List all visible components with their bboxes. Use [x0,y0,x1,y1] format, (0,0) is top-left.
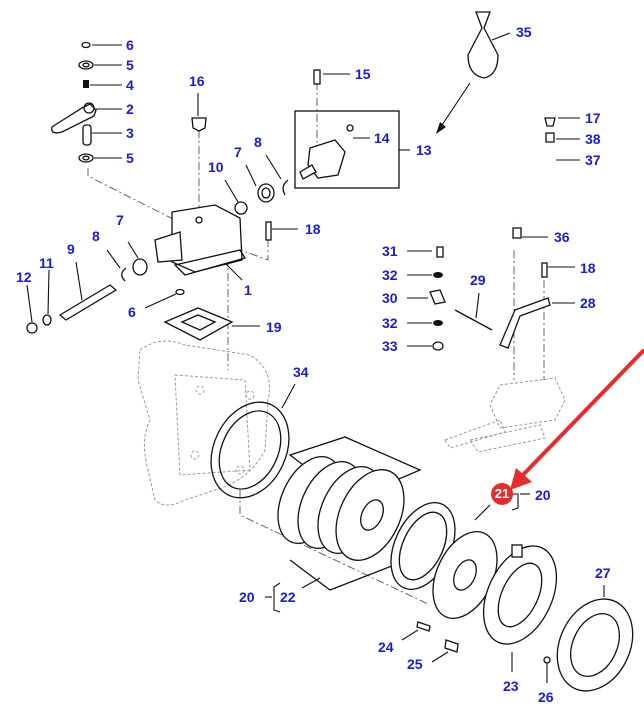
callout-20b[interactable]: 20 [535,487,551,503]
callout-7[interactable]: 7 [234,144,242,160]
callout-12[interactable]: 12 [16,269,32,285]
bracket-lines [265,493,530,613]
callout-26[interactable]: 26 [538,689,554,705]
callout-22[interactable]: 22 [280,589,296,605]
callout-36[interactable]: 36 [554,229,570,245]
callout-24[interactable]: 24 [378,639,394,655]
callout-31[interactable]: 31 [382,243,398,259]
callout-20a[interactable]: 20 [239,589,255,605]
callout-25[interactable]: 25 [407,656,423,672]
callout-18[interactable]: 18 [305,221,321,237]
leader-lines [26,44,580,409]
callout-9[interactable]: 9 [67,241,75,257]
callout-6[interactable]: 6 [126,37,134,53]
callout-35[interactable]: 35 [516,24,532,40]
transmission-housing-ghost [137,340,270,506]
highlighted-callout-badge[interactable]: 21 [491,483,513,505]
callout-11[interactable]: 11 [39,255,54,271]
callout-6b[interactable]: 6 [128,304,136,320]
callout-7b[interactable]: 7 [116,212,124,228]
parts-left-column [51,41,97,163]
callout-28[interactable]: 28 [580,295,596,311]
callout-27[interactable]: 27 [595,565,611,581]
callout-37[interactable]: 37 [585,152,601,168]
callout-38[interactable]: 38 [585,131,601,147]
pressure-plate-23 [482,544,558,672]
callout-29[interactable]: 29 [470,272,486,288]
callout-18b[interactable]: 18 [580,260,596,276]
red-pointer-arrow [510,348,644,490]
callout-14[interactable]: 14 [374,130,390,146]
callout-2[interactable]: 2 [126,101,134,117]
parts-bag-35 [436,11,511,134]
callout-10[interactable]: 10 [208,159,224,175]
callout-32b[interactable]: 32 [382,315,398,331]
callout-5b[interactable]: 5 [126,150,134,166]
assembly-box-13 [294,69,410,189]
callout-30[interactable]: 30 [382,290,398,306]
callout-1[interactable]: 1 [244,282,252,298]
valve-body-parts [26,117,289,341]
parts-right-column [429,246,551,351]
callout-17[interactable]: 17 [585,110,601,126]
valve-body [154,204,247,276]
callout-16[interactable]: 16 [189,73,205,89]
callout-8[interactable]: 8 [254,134,262,150]
callout-19[interactable]: 19 [266,319,282,335]
ring-27 [556,585,634,692]
small-parts-bottom [401,621,551,683]
callout-4[interactable]: 4 [126,77,134,93]
callout-33[interactable]: 33 [382,338,398,354]
callout-3[interactable]: 3 [126,125,134,141]
callout-23[interactable]: 23 [503,678,519,694]
callout-5[interactable]: 5 [126,57,134,73]
pipe-assembly [512,117,556,239]
callout-32[interactable]: 32 [382,267,398,283]
disc-stack-22 [277,436,498,619]
callout-8b[interactable]: 8 [92,228,100,244]
callout-15[interactable]: 15 [355,66,371,82]
callout-13[interactable]: 13 [416,142,432,158]
callout-34[interactable]: 34 [293,364,309,380]
ring-34 [210,401,290,499]
upper-ghost-assembly [444,377,566,453]
